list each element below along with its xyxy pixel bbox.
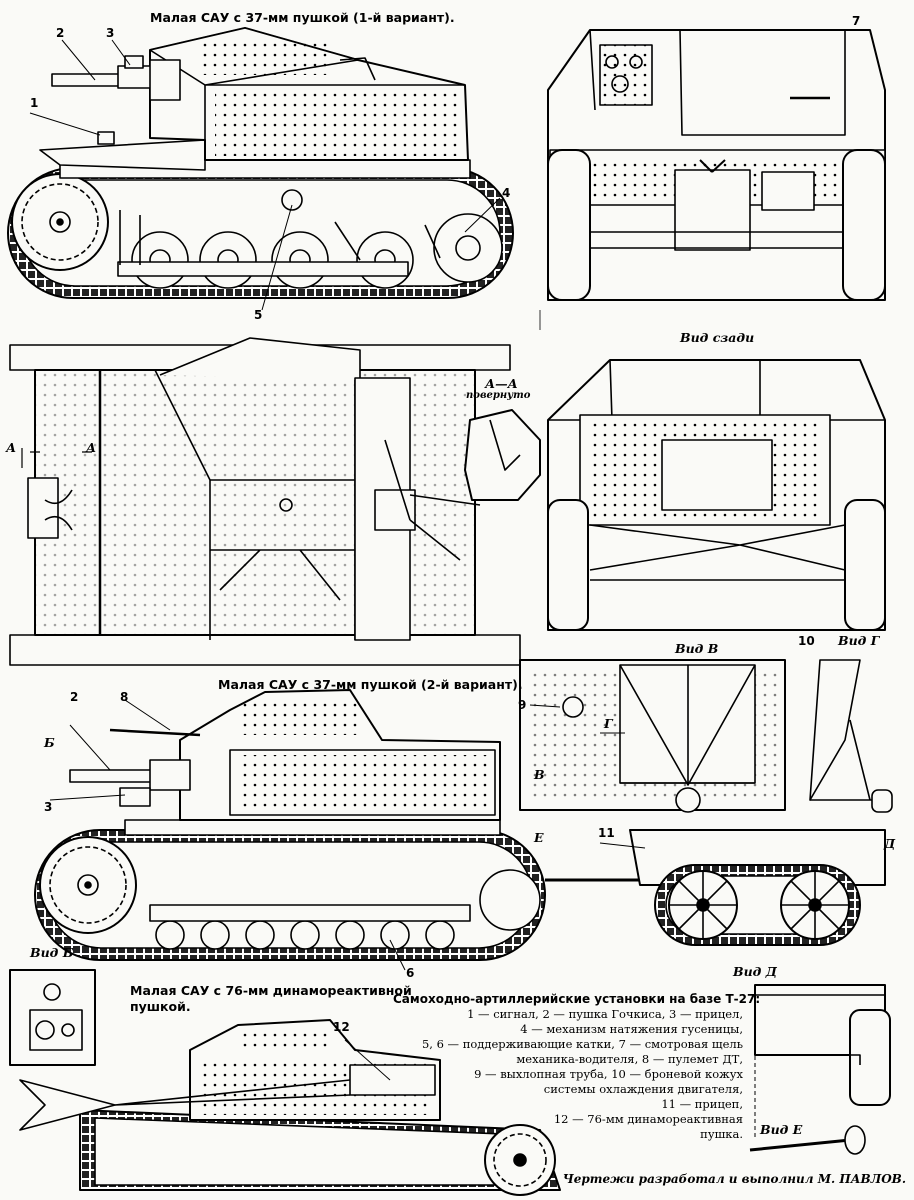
callout-12: 12 (333, 1020, 350, 1034)
marker-v: В (534, 767, 545, 782)
callout-3: 3 (106, 26, 115, 40)
view-label-e: Вид Е (760, 1122, 803, 1137)
caption-variant1: Малая САУ с 37-мм пушкой (1-й вариант). (150, 10, 455, 25)
view-b-drawing (9, 969, 96, 1066)
rear-view (547, 359, 886, 631)
callout-10: 10 (798, 634, 815, 648)
view-label-d: Вид Д (733, 964, 777, 979)
callout-9: 9 (518, 698, 527, 712)
marker-a-right: А (86, 440, 97, 455)
callout-6: 6 (406, 966, 415, 980)
trailer-drawing (599, 829, 886, 946)
view-v-drawing (519, 659, 893, 813)
view-label-section-note: повернуто (466, 390, 531, 401)
legend-title: Самоходно-артиллерийские установки на ба… (393, 992, 761, 1006)
variant2-side-view (34, 689, 640, 971)
variant1-side-view (7, 27, 846, 311)
callout-11: 11 (598, 826, 615, 840)
caption-variant3-line1: Малая САУ с 76-мм динамореактивной (130, 983, 412, 998)
callout-2: 2 (56, 26, 65, 40)
author-credit: Чертежи разработал и выполнил М. ПАВЛОВ. (562, 1172, 906, 1186)
view-label-section: А—А (485, 376, 518, 391)
view-d-drawing (754, 984, 891, 1140)
legend-line: 4 — механизм натяжения гусеницы, (520, 1022, 743, 1036)
view-label-g: Вид Г (838, 633, 880, 648)
legend-line: 12 — 76-мм динамореактивная (553, 1112, 743, 1126)
view-label-rear: Вид сзади (680, 330, 755, 345)
callout-2-variant2: 2 (70, 690, 79, 704)
view-label-v: Вид В (675, 641, 719, 656)
callout-5: 5 (254, 308, 263, 322)
marker-b: Б (44, 735, 55, 750)
caption-variant3-line2: пушкой. (130, 999, 191, 1014)
legend-line: пушка. (700, 1127, 743, 1141)
callout-4: 4 (502, 186, 511, 200)
callout-8: 8 (120, 690, 129, 704)
marker-g: Г (604, 716, 613, 731)
marker-a-left: А (6, 440, 17, 455)
legend-line: механика-водителя, 8 — пулемет ДТ, (516, 1052, 743, 1066)
callout-7: 7 (852, 14, 861, 28)
view-label-b: Вид Б (30, 945, 74, 960)
legend-line: системы охлаждения двигателя, (543, 1082, 743, 1096)
legend-line: 1 — сигнал, 2 — пушка Гочкиса, 3 — прице… (467, 1007, 743, 1021)
legend-line: 11 — прицеп, (661, 1097, 743, 1111)
callout-3-variant2: 3 (44, 800, 53, 814)
legend: Самоходно-артиллерийские установки на ба… (393, 992, 761, 1142)
marker-d: Д (884, 836, 896, 851)
legend-line: 9 — выхлопная труба, 10 — броневой кожух (474, 1067, 743, 1081)
variant1-front-view (547, 29, 886, 301)
marker-e: Е (534, 830, 544, 845)
view-e-drawing (749, 1125, 866, 1155)
variant2-top-view (9, 337, 541, 666)
legend-line: 5, 6 — поддерживающие катки, 7 — смотров… (421, 1037, 743, 1051)
caption-variant2: Малая САУ с 37-мм пушкой (2-й вариант). (218, 677, 523, 692)
variant3-side-view (19, 1019, 561, 1196)
callout-1: 1 (30, 96, 39, 110)
